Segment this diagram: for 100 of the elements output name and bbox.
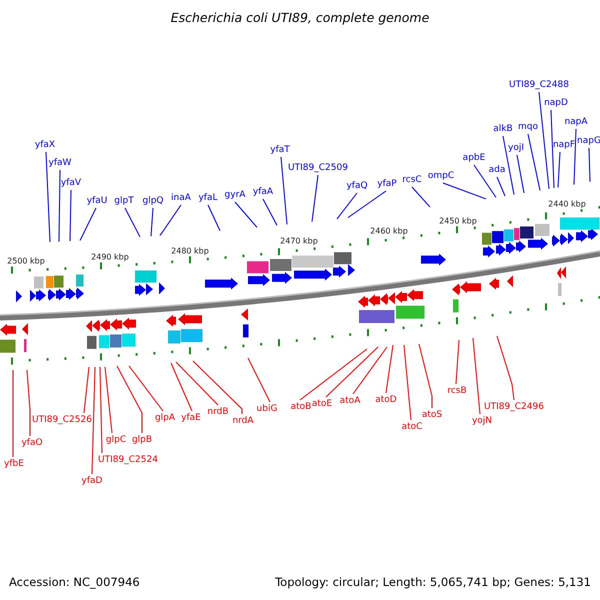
leader-line [176, 362, 218, 406]
leader-line [336, 192, 358, 220]
gene-label: ada [488, 164, 506, 176]
gene-label: glpT [114, 195, 134, 207]
leader-line [280, 156, 288, 225]
leader-line [12, 370, 14, 458]
gene-label: yfaD [82, 475, 102, 487]
footer-text: Topology: circular; Length: 5,065,741 bp; Genes: 5,131 [275, 576, 591, 588]
gene-label: UTI89_C2488 [509, 79, 569, 91]
gene-label: nrdB [207, 406, 229, 418]
leader-line [170, 362, 192, 412]
gene-label: UTI89_C2526 [32, 414, 92, 426]
gene-label: atoE [312, 398, 332, 410]
leader-line [124, 208, 140, 238]
gene-label: yfaE [181, 412, 201, 424]
leader-line [538, 92, 550, 190]
leader-line [26, 370, 30, 436]
leader-line [474, 164, 496, 198]
leader-line [442, 182, 486, 200]
leader-line [502, 136, 514, 196]
title: Escherichia coli UTI89, complete genome [170, 12, 430, 24]
leader-line [456, 340, 460, 384]
leader-line [300, 348, 368, 400]
leader-line [234, 202, 258, 228]
leader-line [208, 204, 220, 232]
scale-label: 2470 kbp [280, 236, 318, 246]
gene-label: yfaA [252, 186, 274, 198]
gene-label: atoB [290, 401, 312, 413]
leader-line [550, 110, 554, 189]
gene-label: yojI [508, 142, 524, 154]
gene-label: glpQ [142, 195, 164, 207]
leader-line [404, 344, 412, 420]
gene-label: yfaP [377, 178, 397, 190]
scale-label: 2490 kbp [91, 252, 129, 262]
gene-label: glpB [132, 434, 152, 446]
leader-line [70, 190, 72, 242]
leader-line [160, 204, 182, 236]
scale-label: 2500 kbp [7, 256, 45, 266]
leader-line [46, 152, 50, 243]
gene-label: napG [577, 135, 600, 147]
gene-label: atoD [375, 394, 397, 406]
gene-label: atoA [340, 395, 360, 407]
leader-line [92, 366, 96, 474]
leader-line [100, 366, 102, 454]
leader-line [84, 366, 90, 414]
leader-line [312, 174, 318, 222]
leader-line [58, 170, 60, 242]
gene-label: yfaX [34, 139, 56, 151]
scale-label: 2460 kbp [370, 226, 408, 236]
leader-line [150, 208, 154, 237]
gene-label: yfaQ [346, 180, 368, 192]
gene-label: nrdA [232, 415, 254, 427]
leader-line [326, 346, 378, 398]
gene-label: yfaV [60, 177, 82, 189]
leader-line [574, 128, 576, 186]
gene-label: UTI89_C2496 [484, 401, 544, 413]
gene-label: yfaW [48, 157, 72, 169]
gene-label: ubiG [256, 403, 278, 415]
gene-label: ompC [428, 170, 454, 182]
gene-label: glpC [106, 434, 126, 446]
gene-label: rcsB [447, 385, 467, 397]
gene-label: inaA [171, 192, 191, 204]
leader-line [116, 366, 142, 434]
leader-line [262, 198, 278, 226]
gene-label: glpA [154, 412, 176, 424]
leader-line [558, 152, 560, 188]
footer-text: Accession: NC_007946 [9, 576, 140, 588]
leader-line [248, 358, 270, 402]
leader-line [516, 154, 524, 194]
gene-label: yfaU [86, 195, 108, 207]
gene-label: UTI89_C2509 [288, 162, 348, 174]
leader-line [80, 208, 96, 242]
leader-line [472, 338, 480, 414]
scale-label: 2440 kbp [548, 199, 586, 208]
gene-label: yfaT [270, 144, 290, 156]
gene-label: napF [552, 139, 576, 151]
leader-line [496, 176, 506, 196]
leader-line [104, 366, 112, 434]
leader-line [348, 190, 386, 218]
gene-label: apbE [462, 152, 486, 164]
gene-label: napA [564, 116, 588, 128]
leader-line [192, 360, 242, 414]
leader-line [588, 148, 590, 182]
leader-line [386, 344, 394, 394]
gene-label: rcsC [402, 174, 422, 186]
gene-label: gyrA [224, 189, 246, 201]
leader-line [128, 366, 164, 412]
gene-label: alkB [493, 123, 513, 135]
leader-line [528, 134, 540, 191]
scale-label: 2480 kbp [171, 246, 209, 256]
leader-line [418, 344, 432, 408]
gene-label: atoC [402, 421, 422, 433]
gene-label: atoS [422, 409, 442, 421]
leader-line [412, 186, 430, 208]
gene-label: yfaL [198, 192, 218, 204]
gene-label: napD [544, 97, 568, 109]
gene-label: yfaO [21, 437, 43, 449]
scale-label: 2450 kbp [439, 216, 477, 226]
leader-line [352, 346, 388, 394]
gene-label: mqo [518, 121, 538, 133]
